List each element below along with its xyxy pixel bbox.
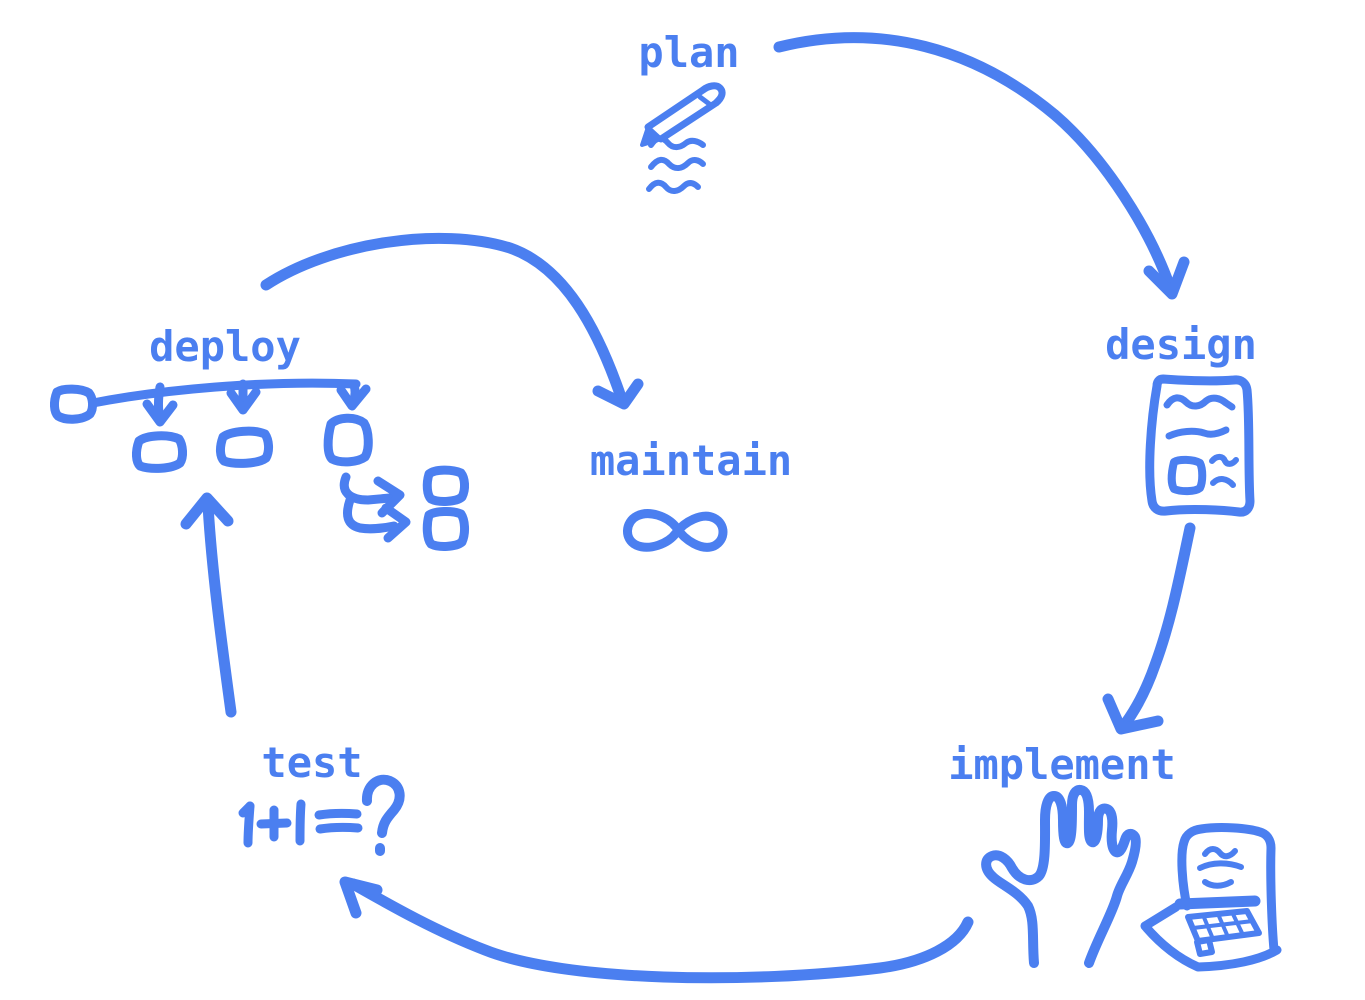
hand-and-laptop-icon bbox=[981, 784, 1282, 972]
node-label-test: test bbox=[261, 738, 363, 787]
equation-drawing bbox=[238, 774, 405, 856]
node-label-implement: implement bbox=[948, 740, 1176, 789]
deploy-diagram-icon bbox=[50, 378, 469, 551]
laptop-icon bbox=[1140, 823, 1282, 972]
pencil-notes-icon bbox=[640, 82, 726, 194]
edge-deploy-maintain bbox=[260, 232, 644, 410]
node-label-plan: plan bbox=[638, 28, 740, 77]
hand-icon bbox=[981, 784, 1141, 968]
design-document-icon bbox=[1145, 374, 1255, 517]
infinity-icon bbox=[623, 509, 728, 552]
edge-plan-design bbox=[773, 32, 1190, 300]
node-label-deploy: deploy bbox=[149, 322, 301, 371]
edge-implement-test bbox=[339, 876, 974, 984]
node-label-design: design bbox=[1105, 320, 1257, 369]
node-label-maintain: maintain bbox=[589, 436, 793, 485]
edge-design-implement bbox=[1102, 522, 1196, 735]
edge-test-deploy bbox=[180, 492, 237, 718]
